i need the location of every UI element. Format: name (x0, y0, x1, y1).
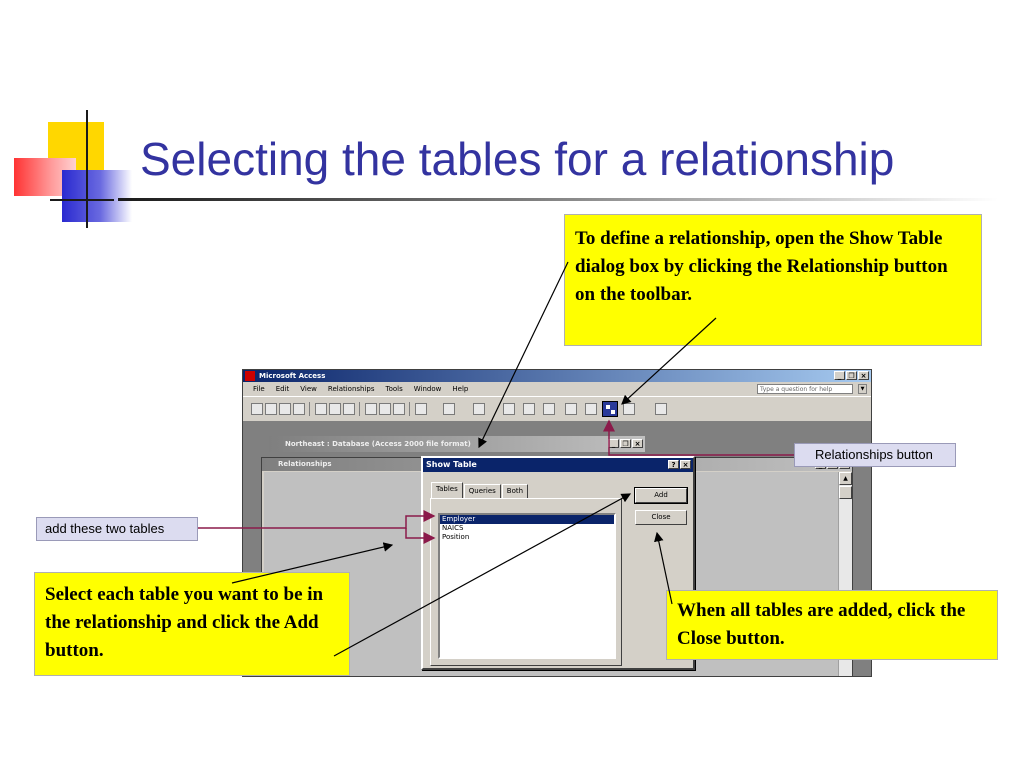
close-icon[interactable]: × (680, 460, 691, 469)
search-icon[interactable] (293, 403, 305, 415)
decor-blue-square (62, 170, 132, 222)
help-question-input[interactable]: Type a question for help (757, 384, 853, 394)
callout-open-show-table: To define a relationship, open the Show … (564, 214, 982, 346)
print-icon[interactable] (315, 403, 327, 415)
menu-bar: File Edit View Relationships Tools Windo… (243, 382, 871, 396)
show-table-tabs: Tables Queries Both (431, 482, 529, 498)
menu-tools[interactable]: Tools (385, 385, 403, 393)
toolbar-separator (359, 402, 360, 416)
help-icon[interactable] (655, 403, 667, 415)
toolbar (243, 396, 871, 422)
tab-tables[interactable]: Tables (431, 482, 463, 498)
save-icon[interactable] (279, 403, 291, 415)
slide-title: Selecting the tables for a relationship (140, 133, 895, 185)
copy-icon[interactable] (379, 403, 391, 415)
relationships-button-icon[interactable] (602, 401, 618, 417)
show-table-dialog: Show Table ? × Tables Queries Both Emplo… (421, 456, 695, 670)
new-object-autoform-icon[interactable] (623, 403, 635, 415)
database-window-title: Northeast : Database (Access 2000 file f… (285, 440, 471, 448)
paste-icon[interactable] (393, 403, 405, 415)
office-links-icon[interactable] (443, 403, 455, 415)
properties-icon[interactable] (523, 403, 535, 415)
callout-click-close: When all tables are added, click the Clo… (666, 590, 998, 660)
callout-select-and-add: Select each table you want to be in the … (34, 572, 350, 676)
label-relationships-button: Relationships button (794, 443, 956, 467)
scroll-thumb[interactable] (839, 486, 852, 499)
analyze-icon[interactable] (473, 403, 485, 415)
title-underline (118, 198, 998, 201)
toolbar-separator (409, 402, 410, 416)
close-button[interactable]: Close (635, 510, 687, 525)
tab-queries[interactable]: Queries (463, 484, 501, 498)
menu-relationships[interactable]: Relationships (327, 385, 375, 393)
code-icon[interactable] (503, 403, 515, 415)
toolbar-separator (309, 402, 310, 416)
close-icon[interactable]: × (632, 439, 643, 448)
table-list[interactable]: Employer NAICS Position (438, 513, 616, 659)
list-item-position[interactable]: Position (442, 533, 470, 541)
help-icon[interactable]: ? (668, 460, 679, 469)
menu-file[interactable]: File (253, 385, 265, 393)
scroll-up-icon[interactable]: ▲ (839, 472, 852, 485)
decor-vertical-line (86, 110, 88, 228)
menu-view[interactable]: View (300, 385, 317, 393)
new-object-icon[interactable] (585, 403, 597, 415)
cut-icon[interactable] (365, 403, 377, 415)
restore-icon[interactable]: ❐ (846, 371, 857, 380)
minimize-icon[interactable]: _ (608, 439, 619, 448)
script-icon[interactable] (543, 403, 555, 415)
minimize-icon[interactable]: _ (834, 371, 845, 380)
print-preview-icon[interactable] (329, 403, 341, 415)
access-titlebar: Microsoft Access _ ❐ × (243, 370, 871, 382)
spelling-icon[interactable] (343, 403, 355, 415)
show-table-titlebar: Show Table ? × (423, 458, 693, 472)
restore-icon[interactable]: ❐ (620, 439, 631, 448)
show-table-title: Show Table (426, 460, 477, 469)
label-add-tables: add these two tables (36, 517, 198, 541)
menu-window[interactable]: Window (413, 385, 442, 393)
undo-icon[interactable] (415, 403, 427, 415)
tables-tab-panel: Employer NAICS Position (430, 498, 622, 666)
open-icon[interactable] (265, 403, 277, 415)
list-item-naics[interactable]: NAICS (442, 524, 464, 532)
app-title: Microsoft Access (259, 372, 326, 380)
access-key-icon (245, 371, 255, 381)
chevron-down-icon[interactable]: ▼ (858, 384, 867, 394)
database-window-titlebar: Northeast : Database (Access 2000 file f… (269, 436, 645, 452)
menu-edit[interactable]: Edit (275, 385, 290, 393)
list-item-employer[interactable]: Employer (440, 515, 614, 524)
decor-horizontal-line (50, 199, 114, 201)
relationships-window-title: Relationships (278, 460, 332, 468)
database-window-icon[interactable] (565, 403, 577, 415)
menu-help[interactable]: Help (452, 385, 469, 393)
tab-both[interactable]: Both (501, 484, 529, 498)
new-icon[interactable] (251, 403, 263, 415)
add-button[interactable]: Add (634, 487, 688, 504)
close-icon[interactable]: × (858, 371, 869, 380)
